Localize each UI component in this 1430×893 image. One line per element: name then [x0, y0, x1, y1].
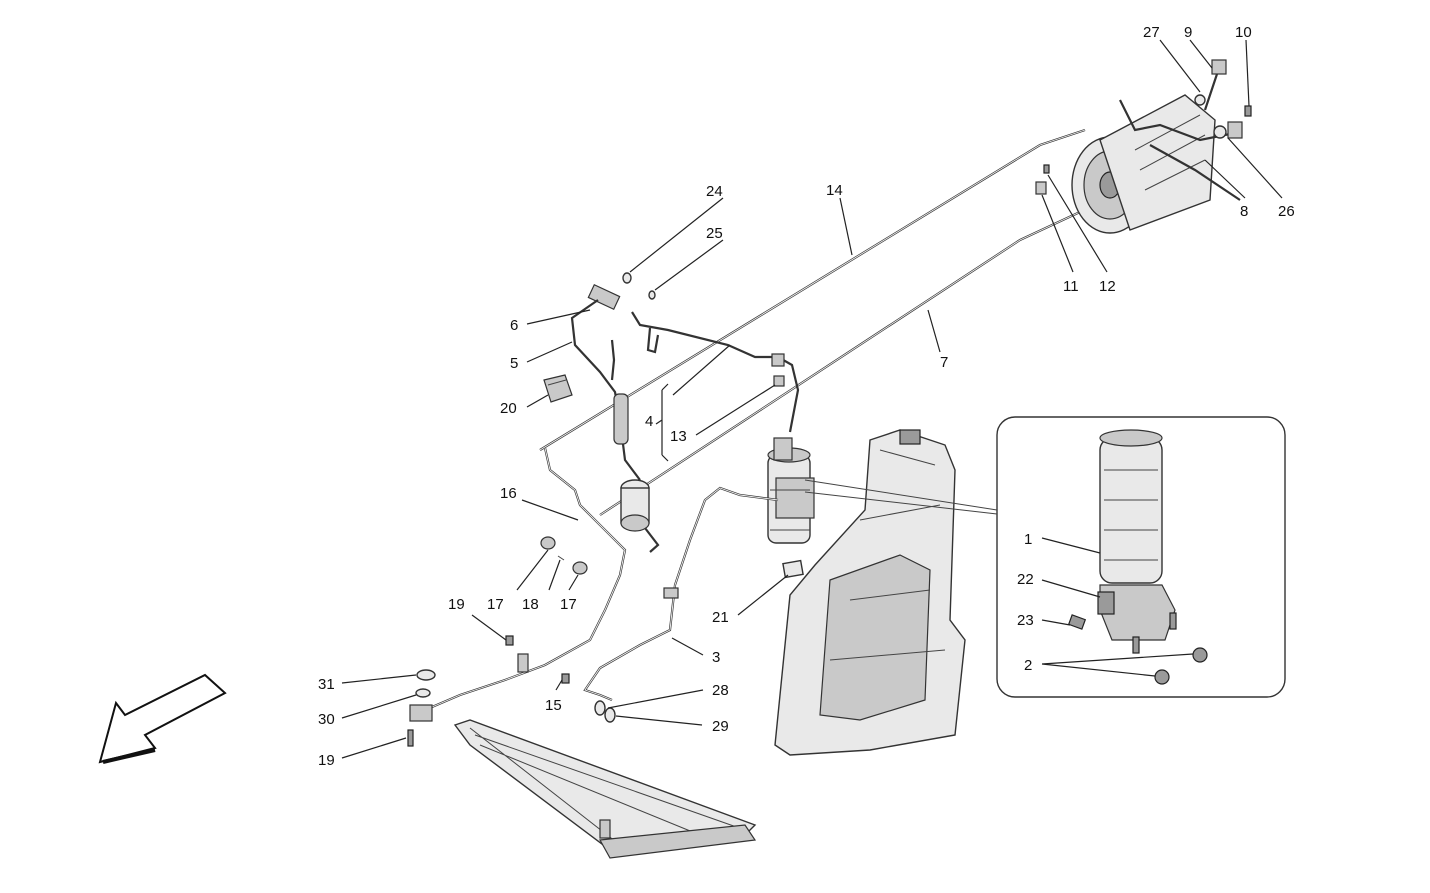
callout-13: 13: [670, 428, 687, 445]
callout-14: 14: [826, 182, 843, 199]
callout-labels: 27 9 10 8 26 11 12 14 7 24 25 6 5 20 4 1…: [318, 24, 1295, 769]
fitting-11-12: [1035, 164, 1050, 195]
pipe-14: [539, 128, 1086, 451]
callout-9: 9: [1184, 24, 1192, 41]
callout-1: 1: [1024, 531, 1032, 548]
label-21: [782, 559, 804, 579]
callout-4: 4: [645, 413, 653, 430]
callout-7: 7: [940, 354, 948, 371]
callout-19a: 19: [448, 596, 465, 613]
callout-6: 6: [510, 317, 518, 334]
callout-25: 25: [706, 225, 723, 242]
callout-21: 21: [712, 609, 729, 626]
front-direction-arrow: [98, 673, 227, 764]
callout-17a: 17: [487, 596, 504, 613]
callout-11: 11: [1063, 278, 1079, 295]
callout-27: 27: [1143, 24, 1160, 41]
chassis-bracket: [774, 429, 966, 756]
callout-22: 22: [1017, 571, 1034, 588]
callout-16: 16: [500, 485, 517, 502]
o-rings-24-25: [622, 272, 656, 300]
clamps-17-18: [540, 536, 588, 575]
callout-2: 2: [1024, 657, 1032, 674]
detail-inset-box: [804, 416, 1286, 698]
callout-15: 15: [545, 697, 562, 714]
callout-23: 23: [1017, 612, 1034, 629]
callout-26: 26: [1278, 203, 1295, 220]
callout-20: 20: [500, 400, 517, 417]
pipe-3: [583, 486, 779, 702]
callout-29: 29: [712, 718, 729, 735]
pipe-4-assembly: [631, 311, 800, 433]
callout-28: 28: [712, 682, 729, 699]
o-rings-28-29: [594, 700, 616, 723]
callout-17b: 17: [560, 596, 577, 613]
callout-31: 31: [318, 676, 335, 693]
callout-18: 18: [522, 596, 539, 613]
fittings-19-30-31: [407, 635, 570, 747]
callout-3: 3: [712, 649, 720, 666]
condenser: [453, 719, 757, 859]
callout-24: 24: [706, 183, 723, 200]
pipe-7: [599, 204, 1096, 516]
callout-19b: 19: [318, 752, 335, 769]
callout-8: 8: [1240, 203, 1248, 220]
callout-12: 12: [1099, 278, 1116, 295]
callout-30: 30: [318, 711, 335, 728]
clip-20: [543, 374, 573, 403]
compressor: [1071, 59, 1252, 234]
receiver-drier: [767, 437, 815, 544]
leader-lines: [341, 39, 1283, 759]
pipe-16: [424, 447, 627, 712]
hose-5-assembly: [570, 283, 660, 553]
callout-5: 5: [510, 355, 518, 372]
callout-10: 10: [1235, 24, 1252, 41]
